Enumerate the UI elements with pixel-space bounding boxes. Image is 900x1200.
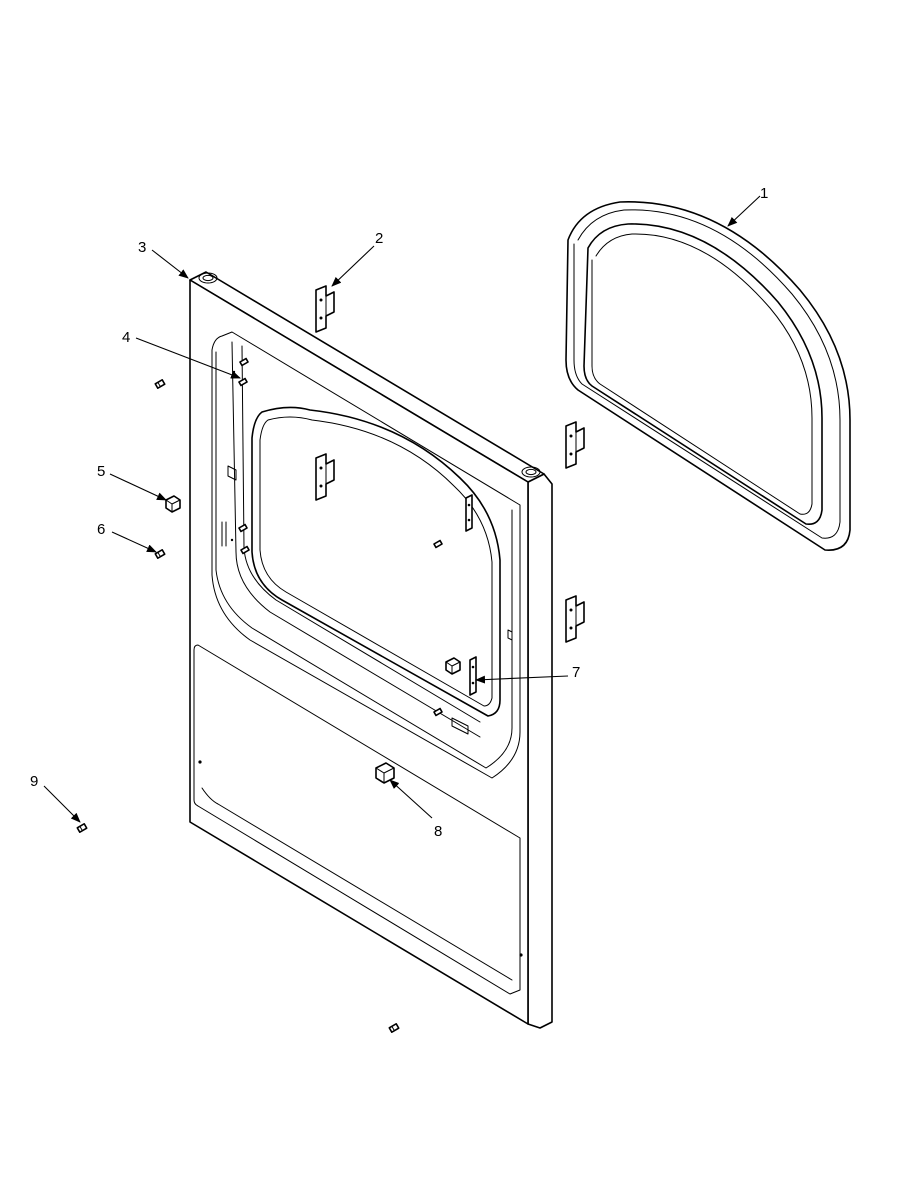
screw [154,549,166,559]
screw [154,379,166,389]
door-catch [375,762,395,784]
callout-5: 5 [97,463,105,480]
callout-2: 2 [375,230,383,247]
hinge-bracket-window-upper [315,453,335,501]
screw [239,357,249,367]
callout-3: 3 [138,239,146,256]
callout-7: 7 [572,664,580,681]
screw [238,377,248,387]
hinge-bracket-side-lower [565,595,585,643]
hinge-bracket [315,285,335,333]
screw-set [76,357,443,1033]
strike-plate [465,494,477,696]
callout-6: 6 [97,521,105,538]
screw [433,707,443,717]
door-gasket [565,201,851,551]
screw [76,823,88,833]
screw [433,539,443,549]
clip-window [445,657,461,675]
callout-labels: 1 2 3 4 5 6 7 8 9 [30,185,768,840]
callout-9: 9 [30,773,38,790]
screw [388,1023,400,1033]
clip [165,495,181,513]
hinge-bracket-side-upper [565,421,585,469]
callout-8: 8 [434,823,442,840]
leader-lines [43,195,761,823]
callout-1: 1 [760,185,768,202]
door-panel [189,271,553,1029]
screw [238,523,248,533]
callout-4: 4 [122,329,130,346]
screw [240,545,250,555]
